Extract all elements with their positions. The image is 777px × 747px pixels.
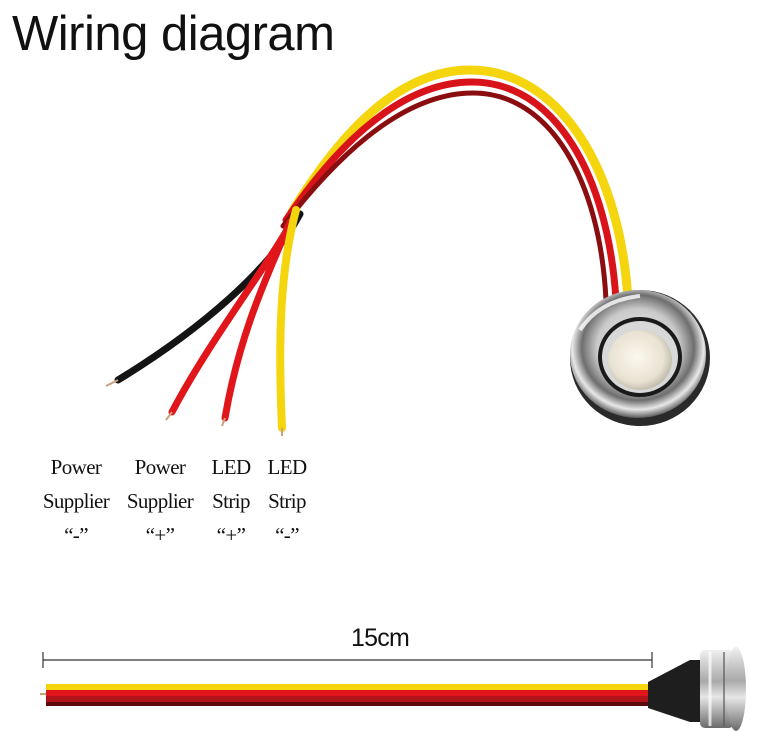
page-title: Wiring diagram (12, 7, 335, 61)
label-led-strip-negative: LED Strip “-” (257, 450, 317, 552)
label-line: “-” (275, 523, 299, 547)
wire-yellow (276, 206, 300, 432)
label-line: Strip (212, 489, 250, 513)
label-line: LED (267, 455, 307, 479)
wire-bundle-yellow (287, 65, 633, 305)
straight-cable (40, 684, 654, 706)
label-line: Power (50, 455, 102, 479)
wire-bundle-dark (280, 90, 609, 303)
wire-bundle-red (282, 78, 620, 304)
label-power-supplier-negative: Power Supplier “-” (30, 450, 122, 552)
touch-switch (570, 290, 710, 426)
label-led-strip-positive: LED Strip “+” (201, 450, 261, 552)
label-power-supplier-positive: Power Supplier “+” (114, 450, 206, 552)
label-line: LED (211, 455, 251, 479)
dimension-label: 15cm (351, 624, 410, 652)
label-line: Strip (268, 489, 306, 513)
label-line: “+” (216, 523, 246, 547)
label-line: Supplier (42, 489, 110, 513)
label-line: “+” (145, 523, 175, 547)
wire-red-2 (221, 218, 294, 422)
switch-wires (105, 65, 633, 436)
label-line: Supplier (126, 489, 194, 513)
label-line: Power (134, 455, 186, 479)
label-line: “-” (64, 523, 88, 547)
dimension-line (42, 652, 653, 668)
switch-side-view (648, 647, 746, 731)
